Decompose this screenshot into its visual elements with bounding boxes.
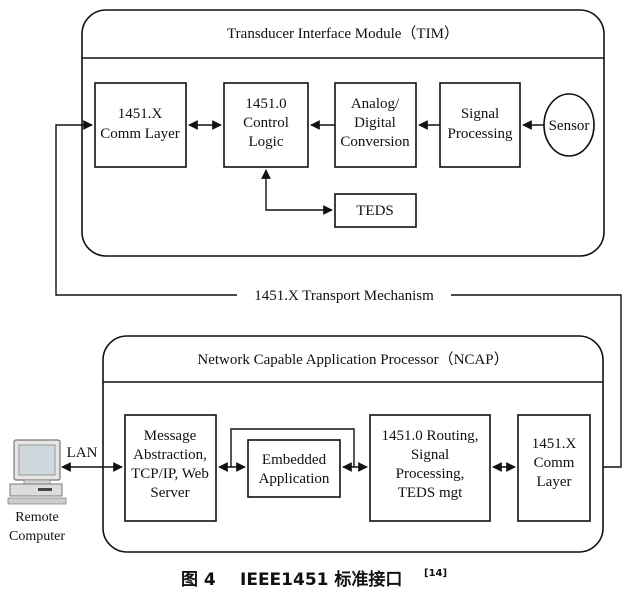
embedded-line2: Application: [259, 471, 330, 487]
tim-title: Transducer Interface Module（TIM）: [227, 25, 459, 42]
computer-icon: [7, 439, 67, 505]
ncap-title: Network Capable Application Processor（NC…: [197, 351, 508, 368]
routing-line1: 1451.0 Routing,: [381, 428, 478, 444]
control-logic-box: 1451.0 Control Logic: [223, 82, 309, 168]
adc-box: Analog/ Digital Conversion: [334, 82, 417, 168]
signal-processing-line1: Signal: [461, 106, 499, 122]
caption-title: IEEE1451 标准接口: [240, 569, 402, 590]
transport-line-left: [55, 120, 237, 296]
message-line2: Abstraction,: [133, 447, 207, 463]
bypass-loop: [230, 428, 355, 467]
signal-processing-line2: Processing: [448, 126, 513, 142]
remote-label-line2: Computer: [9, 529, 65, 544]
message-line4: Server: [150, 485, 189, 501]
lan-label: LAN: [67, 445, 98, 461]
transport-line-right: [451, 294, 622, 472]
routing-line4: TEDS mgt: [398, 485, 463, 501]
figure-caption: 图 4 IEEE1451 标准接口 [14]: [181, 568, 447, 590]
transport-label: 1451.X Transport Mechanism: [254, 288, 434, 304]
adc-line2: Digital: [354, 115, 396, 131]
control-logic-line1: 1451.0: [245, 96, 286, 112]
ncap-comm-line1: 1451.X: [532, 436, 577, 452]
adc-line1: Analog/: [351, 96, 400, 112]
ncap-comm-line2: Comm: [534, 455, 575, 471]
sensor-label: Sensor: [549, 118, 590, 134]
caption-ref: [14]: [424, 568, 447, 579]
control-logic-line2: Control: [243, 115, 289, 131]
message-line3: TCP/IP, Web: [131, 466, 209, 482]
tim-comm-layer-line1: 1451.X: [118, 106, 163, 122]
caption-fig: 图 4: [181, 570, 216, 590]
teds-box: TEDS: [334, 193, 417, 228]
adc-line3: Conversion: [340, 134, 410, 150]
teds-label: TEDS: [356, 203, 394, 219]
ncap-comm-layer-box: 1451.X Comm Layer: [517, 414, 591, 522]
routing-line2: Signal: [411, 447, 449, 463]
remote-label-line1: Remote: [15, 510, 59, 525]
message-abstraction-box: Message Abstraction, TCP/IP, Web Server: [124, 414, 217, 522]
routing-box: 1451.0 Routing, Signal Processing, TEDS …: [369, 414, 491, 522]
control-teds-arrow: [261, 169, 333, 215]
tim-comm-layer-line2: Comm Layer: [100, 126, 180, 142]
control-logic-line3: Logic: [249, 134, 284, 150]
message-line1: Message: [144, 428, 197, 444]
tim-comm-layer-box: 1451.X Comm Layer: [94, 82, 187, 168]
ncap-comm-line3: Layer: [537, 474, 572, 490]
transport-mechanism: 1451.X Transport Mechanism: [55, 120, 622, 472]
signal-processing-box: Signal Processing: [439, 82, 521, 168]
embedded-application-box: Embedded Application: [247, 439, 341, 498]
routing-line3: Processing,: [396, 466, 465, 482]
sensor-node: Sensor: [543, 93, 595, 157]
embedded-line1: Embedded: [262, 452, 327, 468]
